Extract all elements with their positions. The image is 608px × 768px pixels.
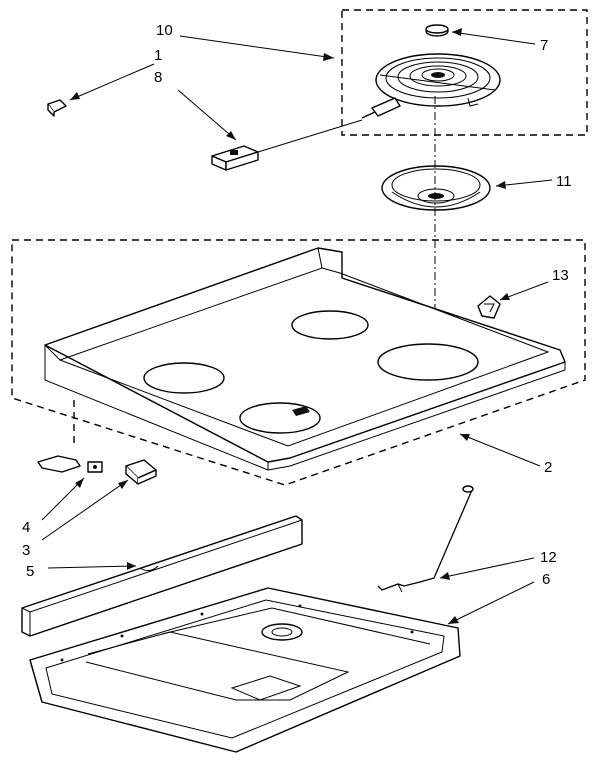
part-3-spacer (125, 459, 157, 485)
label-12: 12 (540, 549, 557, 566)
part-4-clip (37, 455, 103, 473)
label-2: 2 (544, 459, 552, 476)
part-labels: 10 1 8 7 11 13 2 4 3 5 12 6 (22, 22, 572, 588)
label-13: 13 (552, 267, 569, 284)
label-11: 11 (556, 173, 572, 190)
label-4: 4 (22, 519, 30, 536)
part-12-rod (377, 485, 474, 593)
part-10-surface-element (361, 53, 501, 119)
part-6-burner-box (29, 587, 461, 753)
label-7: 7 (540, 37, 548, 54)
part-2-cooktop (44, 247, 566, 471)
label-10: 10 (156, 22, 173, 39)
label-5: 5 (26, 563, 34, 580)
element-assembly-box (341, 9, 588, 136)
label-6: 6 (542, 571, 550, 588)
part-5-rear-trim (21, 515, 303, 637)
part-8-terminal-block (211, 145, 259, 171)
label-1: 1 (154, 47, 162, 64)
leader-lines (41, 28, 553, 625)
part-1-clip (47, 99, 67, 117)
part-11-drip-bowl (381, 165, 491, 211)
label-3: 3 (22, 542, 30, 559)
label-8: 8 (154, 69, 162, 86)
terminal-wire (257, 119, 363, 153)
part-7-cap (425, 24, 449, 37)
part-13-bracket (477, 295, 501, 319)
